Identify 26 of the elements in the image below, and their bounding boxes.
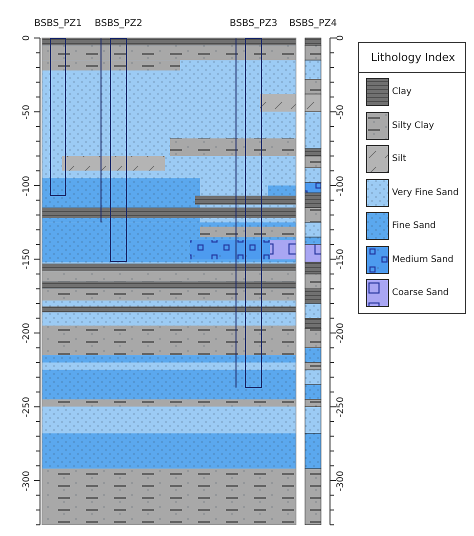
- depth-tick-label: -50: [22, 104, 32, 120]
- depth-tick-label: -100: [22, 175, 32, 196]
- depth-tick-label: -300: [336, 470, 346, 491]
- legend-label: Medium Sand: [392, 254, 454, 266]
- legend-label: Clay: [392, 86, 412, 98]
- legend-label: Silt: [392, 153, 406, 165]
- depth-tick-label: -300: [22, 470, 32, 491]
- well-label: BSBS_PZ3: [230, 18, 278, 30]
- depth-tick-label: -200: [22, 322, 32, 344]
- depth-tick-label: -50: [336, 104, 346, 120]
- legend-label: Fine Sand: [392, 220, 436, 232]
- well-label: BSBS_PZ1: [34, 18, 82, 30]
- depth-tick-label: -250: [22, 396, 32, 417]
- well-label: BSBS_PZ4: [289, 18, 337, 30]
- depth-tick-label: 0: [22, 35, 32, 41]
- legend-label: Very Fine Sand: [392, 186, 459, 198]
- depth-tick-label: -150: [336, 249, 346, 270]
- depth-tick-label: -150: [22, 249, 32, 270]
- depth-tick-label: -200: [336, 322, 346, 344]
- legend-title: Lithology Index: [370, 51, 456, 64]
- legend-label: Coarse Sand: [392, 287, 449, 299]
- depth-tick-label: 0: [336, 35, 346, 41]
- depth-tick-label: -100: [336, 175, 346, 196]
- legend-label: Silty Clay: [392, 120, 434, 132]
- depth-tick-label: -250: [336, 396, 346, 417]
- well-label: BSBS_PZ2: [94, 18, 142, 30]
